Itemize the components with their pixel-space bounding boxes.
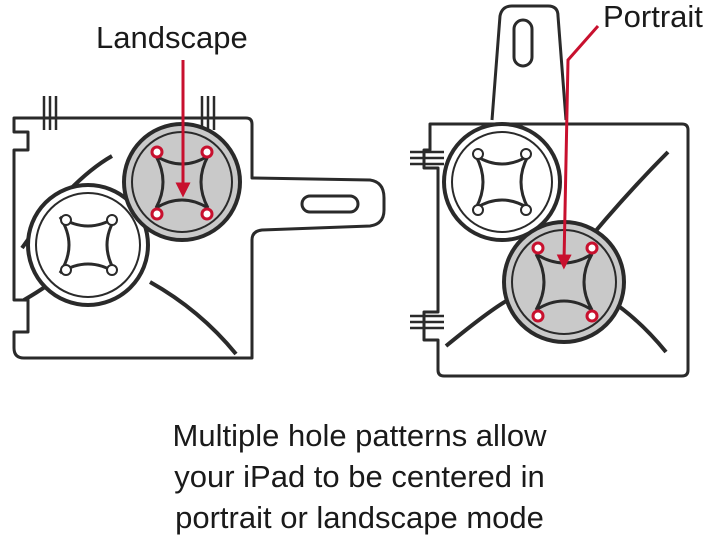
landscape-hole-1 — [150, 145, 164, 159]
caption-line-3: portrait or landscape mode — [175, 500, 544, 535]
landscape-hole-3 — [150, 207, 164, 221]
portrait-hole-1 — [531, 241, 545, 255]
landscape-label: Landscape — [96, 20, 248, 55]
caption-line-2: your iPad to be centered in — [174, 459, 545, 494]
caption: Multiple hole patterns allow your iPad t… — [0, 415, 719, 538]
portrait-grey-disc — [502, 220, 626, 344]
portrait-hole-3 — [531, 309, 545, 323]
landscape-hole-2 — [200, 145, 214, 159]
landscape-small-disc — [26, 183, 150, 307]
caption-line-1: Multiple hole patterns allow — [172, 418, 547, 453]
portrait-hole-2 — [585, 241, 599, 255]
portrait-hole-4 — [585, 309, 599, 323]
portrait-white-disc — [442, 122, 562, 242]
portrait-arrow — [556, 25, 600, 270]
landscape-hole-4 — [200, 207, 214, 221]
portrait-label: Portrait — [603, 0, 703, 34]
